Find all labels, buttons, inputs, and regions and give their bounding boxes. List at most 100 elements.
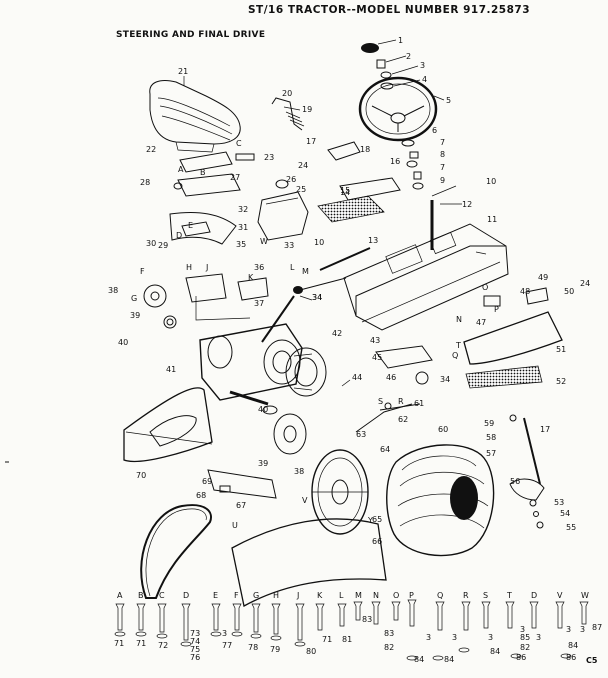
callout-number: 23 xyxy=(264,153,274,162)
hardware-letter: D xyxy=(183,591,189,600)
callout-number: 54 xyxy=(560,509,570,518)
callout-number: 34 xyxy=(312,293,322,302)
hardware-callout: 87 xyxy=(592,623,602,632)
rear-rim-part xyxy=(311,449,369,535)
callout-number: 6 xyxy=(432,126,437,135)
hardware-letter: D xyxy=(531,591,537,600)
callout-number: 41 xyxy=(166,365,176,374)
callout-number: 2 xyxy=(406,52,411,61)
callout-number: 52 xyxy=(556,377,566,386)
letter-reference: M xyxy=(302,267,309,276)
callout-number: 36 xyxy=(254,263,264,272)
hardware-callout: 86 xyxy=(566,653,576,662)
callout-number: 13 xyxy=(368,236,378,245)
callout-number: 53 xyxy=(554,498,564,507)
hardware-bolts-row xyxy=(114,599,589,661)
letter-reference: E xyxy=(188,221,193,230)
rear-tire-part xyxy=(386,444,495,557)
hardware-letter: V xyxy=(557,591,563,600)
callout-number: 22 xyxy=(146,145,156,154)
letter-reference: Q xyxy=(452,351,458,360)
hardware-callout: 3 xyxy=(452,633,457,642)
callout-number: 8 xyxy=(440,150,445,159)
callout-number: 20 xyxy=(282,89,292,98)
letter-reference: F xyxy=(140,267,145,276)
adapter-part xyxy=(380,82,394,90)
hardware-callout: 76 xyxy=(190,653,200,662)
steering-wheel-part xyxy=(358,76,438,142)
callout-number: 17 xyxy=(540,425,550,434)
callout-number: 16 xyxy=(390,157,400,166)
callout-number: 7 xyxy=(440,163,445,172)
hardware-letter: M xyxy=(355,591,362,600)
steering-nut-part xyxy=(376,59,386,69)
callout-number: 31 xyxy=(238,223,248,232)
letter-reference: A xyxy=(178,165,184,174)
callout-number: 67 xyxy=(236,501,246,510)
callout-number: 18 xyxy=(360,145,370,154)
hardware-callout: 71 xyxy=(322,635,332,644)
callout-number: 14 xyxy=(340,188,350,197)
callout-number: 15 xyxy=(340,186,350,195)
callout-number: 34 xyxy=(440,375,450,384)
hardware-callout: 80 xyxy=(306,647,316,656)
callout-number: 35 xyxy=(236,240,246,249)
callout-number: 46 xyxy=(386,373,396,382)
callout-number: 12 xyxy=(462,200,472,209)
hardware-letter: B xyxy=(138,591,144,600)
callout-number: 50 xyxy=(564,287,574,296)
callout-number: 30 xyxy=(146,239,156,248)
letter-reference: W xyxy=(260,237,268,246)
callout-number: 4 xyxy=(422,75,427,84)
hardware-callout: 83 xyxy=(362,615,372,624)
callout-number: 70 xyxy=(136,471,146,480)
callout-number: 21 xyxy=(178,67,188,76)
callout-number: 9 xyxy=(440,176,445,185)
callout-number: 42 xyxy=(332,329,342,338)
letter-reference: D xyxy=(176,231,182,240)
callout-number: 61 xyxy=(414,399,424,408)
callout-number: 51 xyxy=(556,345,566,354)
hardware-callout: 84 xyxy=(444,655,454,664)
callout-number: 10 xyxy=(486,177,496,186)
hardware-callout: 71 xyxy=(136,639,146,648)
callout-number: 63 xyxy=(356,430,366,439)
hardware-callout: 82 xyxy=(520,643,530,652)
callout-number: 65 xyxy=(372,515,382,524)
hardware-callout: 75 xyxy=(190,645,200,654)
diagram-subtitle: STEERING AND FINAL DRIVE xyxy=(116,30,266,40)
callout-number: 37 xyxy=(254,299,264,308)
callout-number: 5 xyxy=(446,96,451,105)
callout-number: 58 xyxy=(486,433,496,442)
letter-reference: H xyxy=(186,263,192,272)
callout-number: 28 xyxy=(140,178,150,187)
letter-reference: L xyxy=(290,263,295,272)
letter-reference: K xyxy=(248,273,254,282)
hardware-letter: K xyxy=(317,591,323,600)
seat-spring-part xyxy=(271,97,305,131)
callout-number: 7 xyxy=(440,138,445,147)
hardware-letter: T xyxy=(506,591,512,600)
hardware-letter: L xyxy=(339,591,344,600)
hardware-callout: 84 xyxy=(490,647,500,656)
hardware-callout: 73 xyxy=(190,629,200,638)
callout-number: 45 xyxy=(372,353,382,362)
hardware-callout: 3 xyxy=(426,633,431,642)
letter-reference: S xyxy=(378,397,383,406)
callout-number: 43 xyxy=(370,336,380,345)
corner-code: C5 xyxy=(586,656,598,665)
hardware-callout: 3 xyxy=(488,633,493,642)
hardware-letter: W xyxy=(581,591,589,600)
callout-number: 55 xyxy=(566,523,576,532)
letter-reference: V xyxy=(302,496,308,505)
hardware-callout: 83 xyxy=(384,629,394,638)
hardware-letter: A xyxy=(117,591,123,600)
hardware-callout: 3 xyxy=(520,625,525,634)
hardware-callout: 77 xyxy=(222,641,232,650)
callout-number: 57 xyxy=(486,449,496,458)
letter-reference: T xyxy=(455,341,461,350)
fuel-tank-part xyxy=(257,179,309,241)
callout-number: 32 xyxy=(238,205,248,214)
hardware-callout: 3 xyxy=(222,629,227,638)
